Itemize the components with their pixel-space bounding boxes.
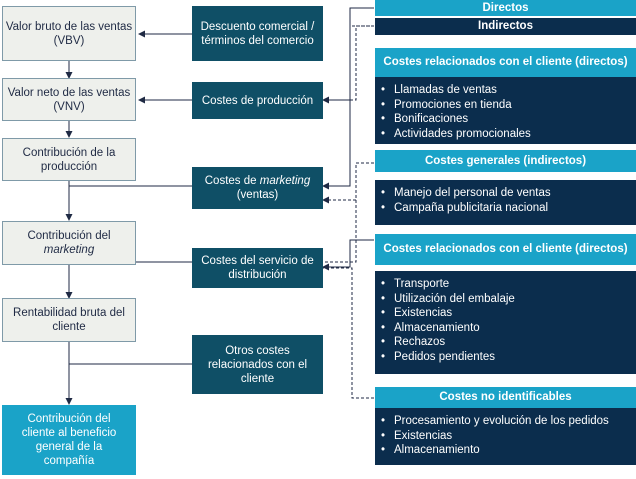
box-rentabilidad-label: Rentabilidad bruta del cliente (13, 307, 125, 333)
arrow-otros-costes (68, 363, 192, 370)
list-item: Almacenamiento (381, 443, 636, 458)
group2-header-label: Costes generales (indirectos) (424, 154, 587, 167)
box-vbv-label: Valor bruto de las ventas (VBV) (5, 20, 133, 47)
group3-header-label: Costes relacionados con el cliente (dire… (383, 243, 628, 255)
box-descuento: Descuento comercial / términos del comer… (192, 6, 323, 61)
box-descuento-label: Descuento comercial / términos del comer… (200, 20, 315, 47)
dashed-connector-3 (323, 200, 357, 263)
legend-indirectos: Indirectos (375, 18, 636, 35)
group4-header-label: Costes no identificables (439, 391, 572, 403)
box-marketing-text: Contribución del (27, 230, 111, 242)
box-marketing-emph: marketing (43, 244, 95, 256)
list-item: Almacenamiento (381, 321, 636, 336)
box-costes-servicio: Costes del servicio de distribución (192, 248, 323, 288)
box-costes-marketing-after: (ventas) (236, 189, 279, 201)
list-item: Procesamiento y evolución de los pedidos (381, 414, 636, 429)
group2-header: Costes generales (indirectos) (375, 150, 636, 172)
box-otros-costes: Otros costes relacionados con el cliente (192, 335, 323, 394)
group3-list: Transporte Utilización del embalaje Exis… (375, 271, 636, 374)
group4-header: Costes no identificables (375, 387, 636, 408)
list-item: Transporte (381, 277, 636, 292)
box-costes-marketing: Costes de marketing (ventas) (192, 167, 323, 209)
list-item: Bonificaciones (381, 112, 636, 127)
list-item: Pedidos pendientes (381, 350, 636, 365)
solid-connector-g3 (322, 239, 374, 271)
box-rentabilidad: Rentabilidad bruta del cliente (2, 298, 136, 342)
box-marketing: Contribución del marketing (2, 221, 136, 265)
arrow-costes-marketing (68, 185, 192, 190)
solid-connector-marketing (322, 100, 351, 190)
box-contribucion-final: Contribución del cliente al beneficio ge… (2, 405, 136, 475)
box-vbv: Valor bruto de las ventas (VBV) (2, 6, 136, 61)
group1-header-label: Costes relacionados con el cliente (dire… (383, 56, 628, 68)
list-item: Campaña publicitaria nacional (381, 201, 636, 216)
group1-list: Llamadas de ventas Promociones en tienda… (375, 77, 636, 144)
list-item: Existencias (381, 429, 636, 444)
box-costes-marketing-emph: marketing (259, 175, 311, 187)
list-item: Rechazos (381, 335, 636, 350)
dashed-connector-4 (323, 267, 374, 399)
group4-list: Procesamiento y evolución de los pedidos… (375, 408, 636, 465)
box-vnv-label: Valor neto de las ventas (VNV) (7, 86, 131, 113)
group2-list: Manejo del personal de ventas Campaña pu… (375, 180, 636, 225)
solid-connector-g1 (322, 7, 374, 104)
box-produccion: Contribución de la producción (2, 138, 136, 181)
list-item: Utilización del embalaje (381, 292, 636, 307)
box-otros-costes-label: Otros costes relacionados con el cliente (207, 344, 308, 385)
box-costes-marketing-label: Costes de marketing (ventas) (205, 174, 310, 202)
box-costes-marketing-text: Costes de (204, 175, 257, 187)
box-costes-produccion-label: Costes de producción (201, 94, 314, 107)
box-marketing-label: Contribución del marketing (27, 229, 110, 257)
list-item: Actividades promocionales (381, 127, 636, 142)
group3-header: Costes relacionados con el cliente (dire… (375, 234, 636, 265)
legend-directos: Directos (375, 0, 636, 16)
legend-indirectos-label: Indirectos (478, 20, 533, 32)
dashed-connector-2 (322, 162, 374, 204)
list-item: Promociones en tienda (381, 98, 636, 113)
box-contribucion-final-label: Contribución del cliente al beneficio ge… (21, 413, 117, 467)
list-item: Llamadas de ventas (381, 83, 636, 98)
list-item: Manejo del personal de ventas (381, 186, 636, 201)
box-costes-servicio-label: Costes del servicio de distribución (201, 255, 314, 281)
box-costes-produccion: Costes de producción (192, 82, 323, 119)
legend-directos-label: Directos (482, 1, 529, 14)
group1-header: Costes relacionados con el cliente (dire… (375, 48, 636, 77)
dashed-connector-1 (323, 25, 374, 101)
box-vnv: Valor neto de las ventas (VNV) (2, 78, 136, 121)
box-produccion-label: Contribución de la producción (22, 146, 116, 173)
list-item: Existencias (381, 306, 636, 321)
